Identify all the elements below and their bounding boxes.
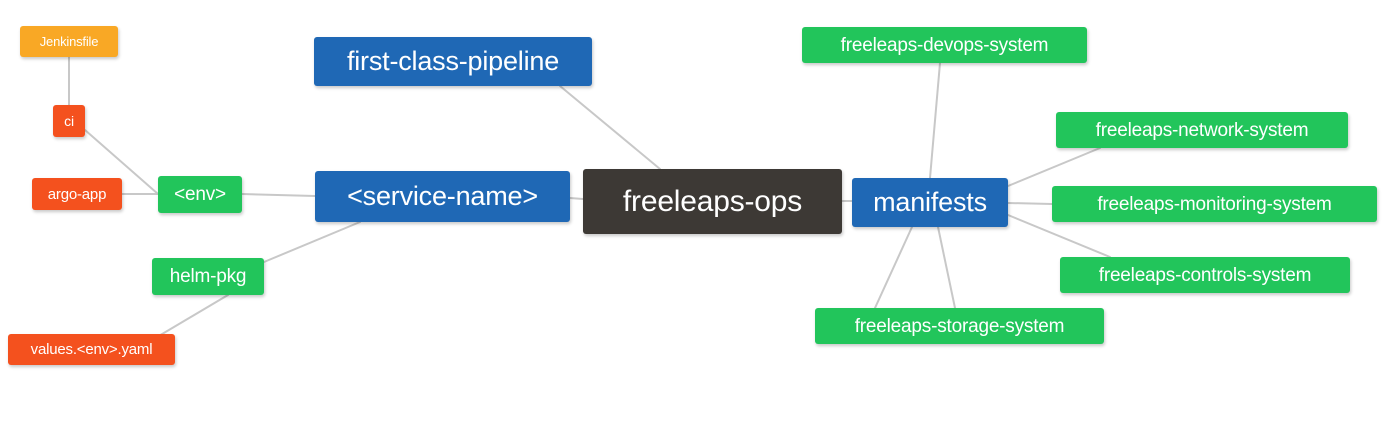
node-env[interactable]: <env> — [158, 176, 242, 213]
edge-helm-pkg-to-service-name — [263, 221, 361, 263]
edge-manifests-to-freeleaps-storage-system — [937, 226, 956, 309]
node-freeleaps-network-system[interactable]: freeleaps-network-system — [1056, 112, 1348, 148]
edge-manifests-to-freeleaps-storage-system-2 — [874, 226, 913, 309]
edge-freeleaps-devops-system-to-manifests — [929, 62, 941, 179]
node-helm-pkg[interactable]: helm-pkg — [152, 258, 264, 295]
edge-first-class-pipeline-to-freeleaps-ops — [559, 85, 661, 170]
edge-manifests-to-freeleaps-network-system — [1007, 147, 1101, 187]
node-argo-app[interactable]: argo-app — [32, 178, 122, 210]
edge-service-name-to-freeleaps-ops — [569, 197, 584, 200]
node-freeleaps-ops[interactable]: freeleaps-ops — [583, 169, 842, 234]
node-ci[interactable]: ci — [53, 105, 85, 137]
node-manifests[interactable]: manifests — [852, 178, 1008, 227]
node-jenkinsfile[interactable]: Jenkinsfile — [20, 26, 118, 57]
node-first-class-pipeline[interactable]: first-class-pipeline — [314, 37, 592, 86]
node-service-name[interactable]: <service-name> — [315, 171, 570, 222]
node-freeleaps-devops-system[interactable]: freeleaps-devops-system — [802, 27, 1087, 63]
node-values-yaml[interactable]: values.<env>.yaml — [8, 334, 175, 365]
node-freeleaps-controls-system[interactable]: freeleaps-controls-system — [1060, 257, 1350, 293]
edge-manifests-to-freeleaps-monitoring-system — [1007, 202, 1053, 205]
node-freeleaps-monitoring-system[interactable]: freeleaps-monitoring-system — [1052, 186, 1377, 222]
node-freeleaps-storage-system[interactable]: freeleaps-storage-system — [815, 308, 1104, 344]
edge-env-to-service-name — [241, 193, 316, 197]
